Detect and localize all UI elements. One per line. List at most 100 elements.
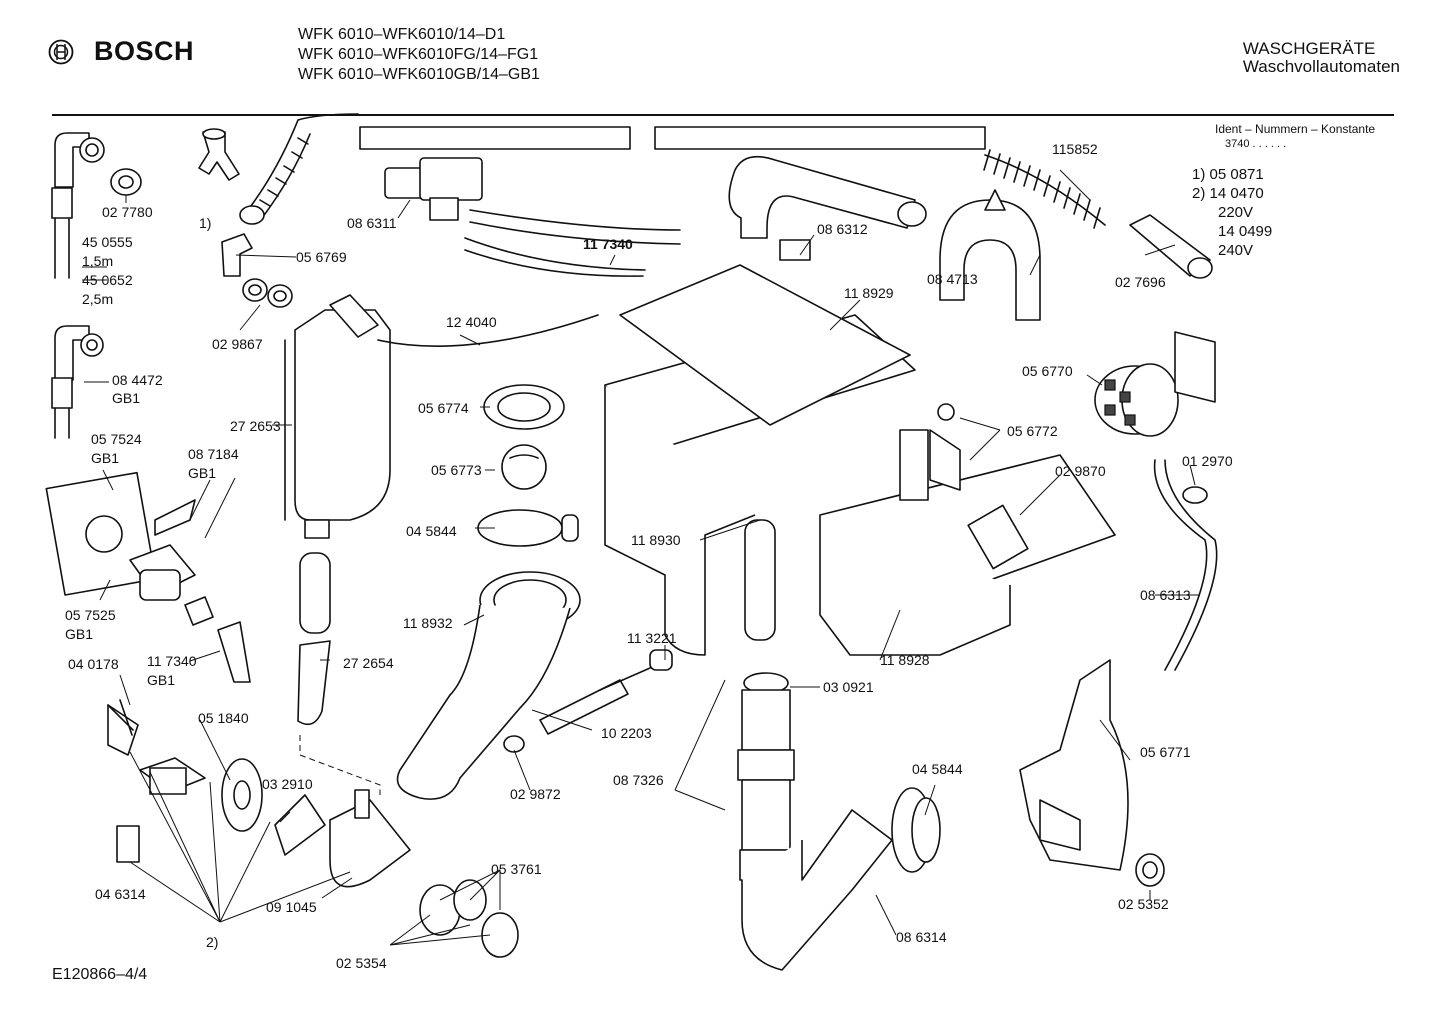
support-bracket-drawing bbox=[1019, 659, 1129, 871]
part-label: 08 4472 bbox=[112, 372, 163, 388]
part-label: 05 3761 bbox=[491, 861, 542, 877]
bosch-logo-icon bbox=[48, 39, 74, 64]
part-label: 2) bbox=[206, 934, 218, 950]
part-label: 27 2653 bbox=[230, 418, 281, 434]
part-label: GB1 bbox=[188, 465, 216, 481]
drain-hose-right-drawing bbox=[728, 155, 927, 261]
part-label: 08 6311 bbox=[347, 215, 397, 231]
float-and-seal-drawing bbox=[396, 384, 673, 800]
category-subtitle: Waschvollautomaten bbox=[1242, 57, 1400, 76]
part-label: 1,5m bbox=[82, 253, 113, 269]
part-label: 04 6314 bbox=[95, 886, 146, 902]
part-label: 45 0652 bbox=[82, 272, 133, 288]
y-connector-drawing bbox=[198, 128, 240, 181]
leader-lines bbox=[82, 169, 1200, 946]
ident-list: 1) 05 0871 2) 14 0470 220V 14 0499 240V bbox=[1192, 165, 1272, 260]
spiral-hose-drawing bbox=[983, 149, 1213, 279]
part-label: 08 7184 bbox=[188, 446, 239, 462]
corrugated-hose-drawing bbox=[239, 113, 986, 225]
ident-item: 14 0499 bbox=[1218, 223, 1273, 240]
part-label: 12 4040 bbox=[446, 314, 497, 330]
part-label: 10 2203 bbox=[601, 725, 652, 741]
brand-header: BOSCH bbox=[48, 36, 194, 67]
ident-item: 2) 14 0470 bbox=[1192, 185, 1264, 202]
hose-right-drawing bbox=[1153, 459, 1218, 671]
model-line: WFK 6010–WFK6010FG/14–FG1 bbox=[298, 46, 539, 63]
solenoid-valve-drawing bbox=[384, 157, 681, 277]
part-label: 11 8932 bbox=[403, 615, 453, 631]
gasket-pair-drawing bbox=[242, 278, 293, 308]
part-label: 02 9872 bbox=[510, 786, 561, 802]
dispenser-housing-drawing bbox=[604, 264, 1116, 656]
seal-ring-drawing bbox=[110, 168, 142, 196]
part-label: 09 1045 bbox=[266, 899, 317, 915]
part-label: 45 0555 bbox=[82, 234, 133, 250]
part-label: 04 0178 bbox=[68, 656, 119, 672]
valve-bracket-drawing bbox=[45, 471, 214, 626]
ident-constant: 3740 . . . . . . bbox=[1225, 138, 1287, 150]
part-label: 02 7780 bbox=[102, 204, 153, 220]
part-label: 11 3221 bbox=[627, 630, 677, 646]
part-labels: 02 7780 45 0555 1,5m 45 0652 2,5m 1) 08 … bbox=[65, 141, 1233, 971]
drain-hose-drawing bbox=[51, 132, 105, 439]
part-label: 05 6769 bbox=[296, 249, 347, 265]
part-label: 02 7696 bbox=[1115, 274, 1166, 290]
part-label: GB1 bbox=[65, 626, 93, 642]
category-title: WASCHGERÄTE bbox=[1242, 39, 1376, 58]
part-label: 05 6771 bbox=[1140, 744, 1191, 760]
pressure-switch-drawing bbox=[1094, 331, 1216, 437]
ident-title: Ident – Nummern – Konstante bbox=[1215, 122, 1376, 136]
part-label: 02 9870 bbox=[1055, 463, 1106, 479]
part-label: 02 9867 bbox=[212, 336, 263, 352]
part-label: GB1 bbox=[112, 390, 140, 406]
part-label: 05 7524 bbox=[91, 431, 142, 447]
drain-pipe-vertical-drawing bbox=[737, 672, 933, 971]
inlet-hose-drawing bbox=[217, 621, 251, 683]
part-label: 08 6312 bbox=[817, 221, 868, 237]
part-label: 03 2910 bbox=[262, 776, 313, 792]
part-label: 02 5354 bbox=[336, 955, 387, 971]
ident-item: 220V bbox=[1218, 204, 1254, 221]
ident-block: Ident – Nummern – Konstante 3740 . . . .… bbox=[1215, 122, 1375, 152]
model-line: WFK 6010–WFK6010/14–D1 bbox=[298, 26, 506, 43]
pump-assembly-drawing bbox=[107, 699, 519, 958]
part-label: 11 8929 bbox=[844, 285, 894, 301]
part-label: 05 6773 bbox=[431, 462, 482, 478]
part-label: 2,5m bbox=[82, 291, 113, 307]
dispenser-reservoir-drawing bbox=[284, 294, 599, 539]
part-label: 11 7340 bbox=[583, 236, 633, 252]
model-list: WFK 6010–WFK6010/14–D1 WFK 6010–WFK6010F… bbox=[298, 25, 540, 85]
part-label: 08 4713 bbox=[927, 271, 978, 287]
part-label: 27 2654 bbox=[343, 655, 394, 671]
part-label: 05 6774 bbox=[418, 400, 469, 416]
ident-item: 240V bbox=[1218, 242, 1254, 259]
hose-bracket-drawing bbox=[939, 189, 1041, 321]
part-label: 03 0921 bbox=[823, 679, 874, 695]
document-id: E120866–4/4 bbox=[52, 966, 148, 983]
brand-name: BOSCH bbox=[94, 36, 195, 66]
category-block: WASCHGERÄTE Waschvollautomaten bbox=[1243, 40, 1400, 76]
part-label: 11 8928 bbox=[880, 652, 930, 668]
part-label: 05 6772 bbox=[1007, 423, 1058, 439]
part-label: 11 7340 bbox=[147, 653, 197, 669]
part-label: 11 8930 bbox=[631, 532, 681, 548]
part-label: 08 6313 bbox=[1140, 587, 1191, 603]
part-label: 01 2970 bbox=[1182, 453, 1233, 469]
clamp-drawing bbox=[911, 797, 941, 863]
part-label: 04 5844 bbox=[912, 761, 963, 777]
header-rule bbox=[52, 114, 1394, 116]
model-line: WFK 6010–WFK6010GB/14–GB1 bbox=[298, 66, 540, 83]
part-label: 05 6770 bbox=[1022, 363, 1073, 379]
part-label: 05 1840 bbox=[198, 710, 249, 726]
part-label: 04 5844 bbox=[406, 523, 457, 539]
part-label: GB1 bbox=[147, 672, 175, 688]
plug-drawing bbox=[1135, 853, 1165, 887]
part-label: 1) bbox=[199, 215, 211, 231]
ident-item: 1) 05 0871 bbox=[1192, 166, 1264, 183]
part-label: 02 5352 bbox=[1118, 896, 1169, 912]
part-label: GB1 bbox=[91, 450, 119, 466]
part-label: 115852 bbox=[1052, 141, 1098, 157]
connector-pipe-drawing bbox=[297, 552, 381, 795]
part-label: 05 7525 bbox=[65, 607, 116, 623]
